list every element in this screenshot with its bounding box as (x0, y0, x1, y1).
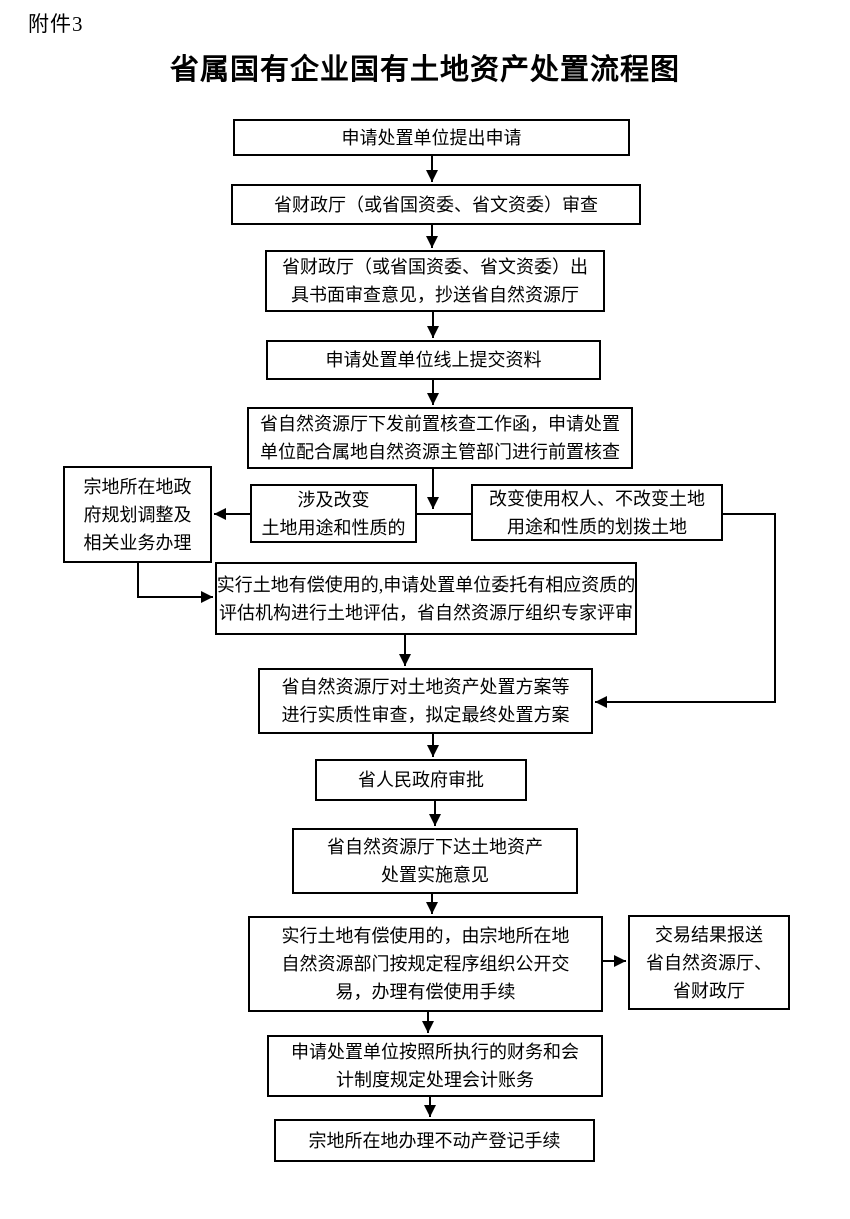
node-finance-review-label: 省财政厅（或省国资委、省文资委）审查 (274, 194, 598, 215)
node-planning-adjustment-label: 宗地所在地政 府规划调整及 相关业务办理 (83, 476, 192, 553)
node-substantive-review: 省自然资源厅对土地资产处置方案等 进行实质性审查，拟定最终处置方案 (258, 668, 593, 734)
node-pre-check-label: 省自然资源厅下发前置核查工作函，申请处置 单位配合属地自然资源主管部门进行前置核… (260, 414, 620, 462)
node-pre-check: 省自然资源厅下发前置核查工作函，申请处置 单位配合属地自然资源主管部门进行前置核… (247, 407, 633, 469)
node-planning-adjustment: 宗地所在地政 府规划调整及 相关业务办理 (63, 466, 212, 563)
node-public-transaction: 实行土地有偿使用的，由宗地所在地 自然资源部门按规定程序组织公开交 易，办理有偿… (248, 916, 603, 1012)
connector-allocation-to-review (595, 513, 776, 708)
node-implementation-opinion: 省自然资源厅下达土地资产 处置实施意见 (292, 828, 578, 894)
node-result-report-label: 交易结果报送 省自然资源厅、 省财政厅 (646, 924, 772, 1001)
node-substantive-review-label: 省自然资源厅对土地资产处置方案等 进行实质性审查，拟定最终处置方案 (281, 677, 570, 725)
node-land-valuation-label: 实行土地有偿使用的,申请处置单位委托有相应资质的 评估机构进行土地评估，省自然资… (216, 574, 636, 623)
node-public-transaction-label: 实行土地有偿使用的，由宗地所在地 自然资源部门按规定程序组织公开交 易，办理有偿… (281, 926, 570, 1002)
node-no-change-allocation: 改变使用权人、不改变土地 用途和性质的划拨土地 (471, 484, 723, 541)
attachment-label: 附件3 (28, 12, 84, 36)
node-registration: 宗地所在地办理不动产登记手续 (274, 1119, 595, 1162)
node-registration-label: 宗地所在地办理不动产登记手续 (308, 1130, 561, 1151)
node-online-submission: 申请处置单位线上提交资料 (266, 340, 601, 380)
node-land-valuation: 实行土地有偿使用的,申请处置单位委托有相应资质的 评估机构进行土地评估，省自然资… (215, 562, 637, 635)
page-title: 省属国有企业国有土地资产处置流程图 (169, 54, 680, 86)
node-submit-application: 申请处置单位提出申请 (233, 119, 630, 156)
node-written-opinion-label: 省财政厅（或省国资委、省文资委）出 具书面审查意见，抄送省自然资源厅 (282, 257, 588, 305)
node-online-submission-label: 申请处置单位线上提交资料 (325, 350, 542, 370)
node-gov-approval-label: 省人民政府审批 (358, 770, 484, 790)
connector-planning-to-valuation (137, 563, 213, 603)
node-change-of-use-label: 涉及改变 土地用途和性质的 (261, 489, 406, 538)
node-result-report: 交易结果报送 省自然资源厅、 省财政厅 (628, 915, 790, 1010)
node-submit-application-label: 申请处置单位提出申请 (341, 127, 522, 148)
node-accounting: 申请处置单位按照所执行的财务和会 计制度规定处理会计账务 (267, 1035, 603, 1097)
node-implementation-opinion-label: 省自然资源厅下达土地资产 处置实施意见 (327, 837, 543, 885)
node-no-change-allocation-label: 改变使用权人、不改变土地 用途和性质的划拨土地 (489, 488, 705, 537)
node-written-opinion: 省财政厅（或省国资委、省文资委）出 具书面审查意见，抄送省自然资源厅 (265, 250, 605, 312)
node-accounting-label: 申请处置单位按照所执行的财务和会 计制度规定处理会计账务 (291, 1042, 579, 1090)
node-finance-review: 省财政厅（或省国资委、省文资委）审查 (231, 184, 641, 225)
node-change-of-use: 涉及改变 土地用途和性质的 (250, 484, 417, 543)
node-gov-approval: 省人民政府审批 (315, 759, 527, 801)
